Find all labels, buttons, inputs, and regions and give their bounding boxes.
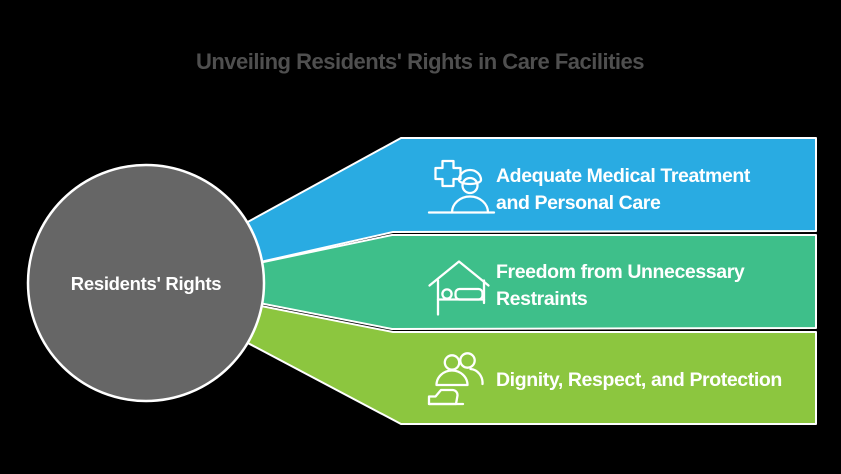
central-circle — [26, 163, 266, 403]
person-front-bust-icon — [435, 369, 469, 387]
nurse-head-icon — [461, 176, 479, 195]
person-back-head-icon — [459, 352, 476, 369]
people-protection-icon — [427, 352, 484, 406]
person-back-bust-icon — [469, 367, 484, 386]
band-restraints-label-line1: Freedom from Unnecessary — [496, 261, 745, 283]
page-title: Unveiling Residents' Rights in Care Faci… — [196, 49, 644, 74]
central-circle-label: Residents' Rights — [71, 273, 221, 294]
medical-cross-icon — [434, 159, 462, 188]
band-restraints-label-line2: Restraints — [496, 288, 588, 310]
house-bed-icon — [428, 260, 490, 316]
nurse-shoulders-icon — [450, 195, 490, 214]
sleeper-head-icon — [441, 288, 453, 300]
band-medical-label-line2: and Personal Care — [496, 192, 661, 214]
nurse-medical-icon — [427, 159, 496, 214]
hand-icon — [427, 388, 459, 406]
band-dignity-label-line1: Dignity, Respect, and Protection — [496, 369, 782, 391]
bed-mattress-icon — [454, 287, 484, 301]
band-medical-label-line1: Adequate Medical Treatment — [496, 165, 751, 187]
house-roof-icon — [428, 260, 490, 287]
